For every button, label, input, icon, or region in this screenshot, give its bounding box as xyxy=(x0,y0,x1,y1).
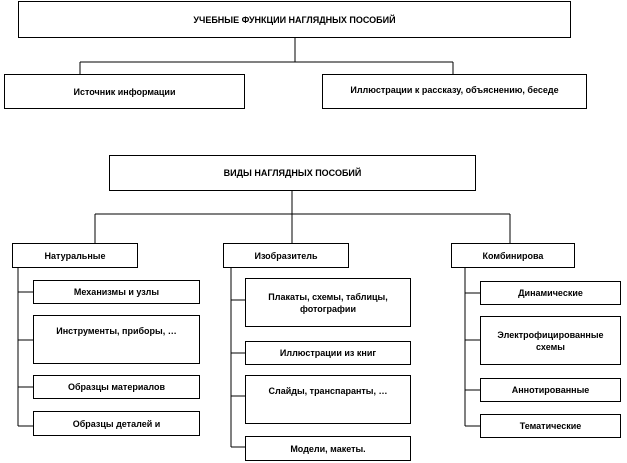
type-item-box: Аннотированные xyxy=(480,378,621,402)
type-item-label: Слайды, транспаранты, … xyxy=(268,386,388,396)
type-item-label: Механизмы и узлы xyxy=(73,287,160,297)
type-item-box: Динамические xyxy=(480,281,621,305)
type-item-box: Тематические xyxy=(480,414,621,438)
category-box-natural: Натуральные xyxy=(12,243,138,268)
type-item-box: Плакаты, схемы, таблицы, фотографии xyxy=(245,278,411,327)
type-item-box: Образцы деталей и xyxy=(33,411,200,436)
type-item-label: Электрофицированные схемы xyxy=(497,329,604,352)
category-label: Натуральные xyxy=(44,250,106,261)
type-item-label: Инструменты, приборы, … xyxy=(56,326,177,336)
type-item-box: Слайды, транспаранты, … xyxy=(245,375,411,424)
type-item-label: Аннотированные xyxy=(511,385,590,395)
type-item-label: Динамические xyxy=(518,288,583,298)
category-box-pictorial: Изобразитель xyxy=(223,243,349,268)
type-item-label: Тематические xyxy=(519,421,582,431)
type-item-box: Образцы материалов xyxy=(33,375,200,399)
type-item-box: Иллюстрации из книг xyxy=(245,341,411,365)
function-box-info-source: Источник информации xyxy=(4,74,245,109)
category-label: Изобразитель xyxy=(254,250,318,261)
functions-title-box: УЧЕБНЫЕ ФУНКЦИИ НАГЛЯДНЫХ ПОСОБИЙ xyxy=(18,1,571,38)
type-item-box: Электрофицированные схемы xyxy=(480,316,621,365)
type-item-box: Механизмы и узлы xyxy=(33,280,200,304)
function-label: Источник информации xyxy=(73,86,176,97)
type-item-label: Плакаты, схемы, таблицы, фотографии xyxy=(268,291,388,314)
category-label: Комбинирова xyxy=(482,250,544,261)
type-item-label: Модели, макеты. xyxy=(290,443,366,454)
type-item-box: Модели, макеты. xyxy=(245,436,411,461)
function-label: Иллюстрации к рассказу, объяснению, бесе… xyxy=(350,85,559,95)
types-title: ВИДЫ НАГЛЯДНЫХ ПОСОБИЙ xyxy=(223,168,362,178)
type-item-label: Иллюстрации из книг xyxy=(279,348,377,358)
function-box-illustrations: Иллюстрации к рассказу, объяснению, бесе… xyxy=(322,74,587,109)
type-item-box: Инструменты, приборы, … xyxy=(33,315,200,364)
type-item-label: Образцы деталей и xyxy=(72,418,161,429)
functions-title: УЧЕБНЫЕ ФУНКЦИИ НАГЛЯДНЫХ ПОСОБИЙ xyxy=(193,14,396,25)
types-title-box: ВИДЫ НАГЛЯДНЫХ ПОСОБИЙ xyxy=(109,155,476,191)
type-item-label: Образцы материалов xyxy=(68,382,165,392)
category-box-combined: Комбинирова xyxy=(451,243,575,268)
